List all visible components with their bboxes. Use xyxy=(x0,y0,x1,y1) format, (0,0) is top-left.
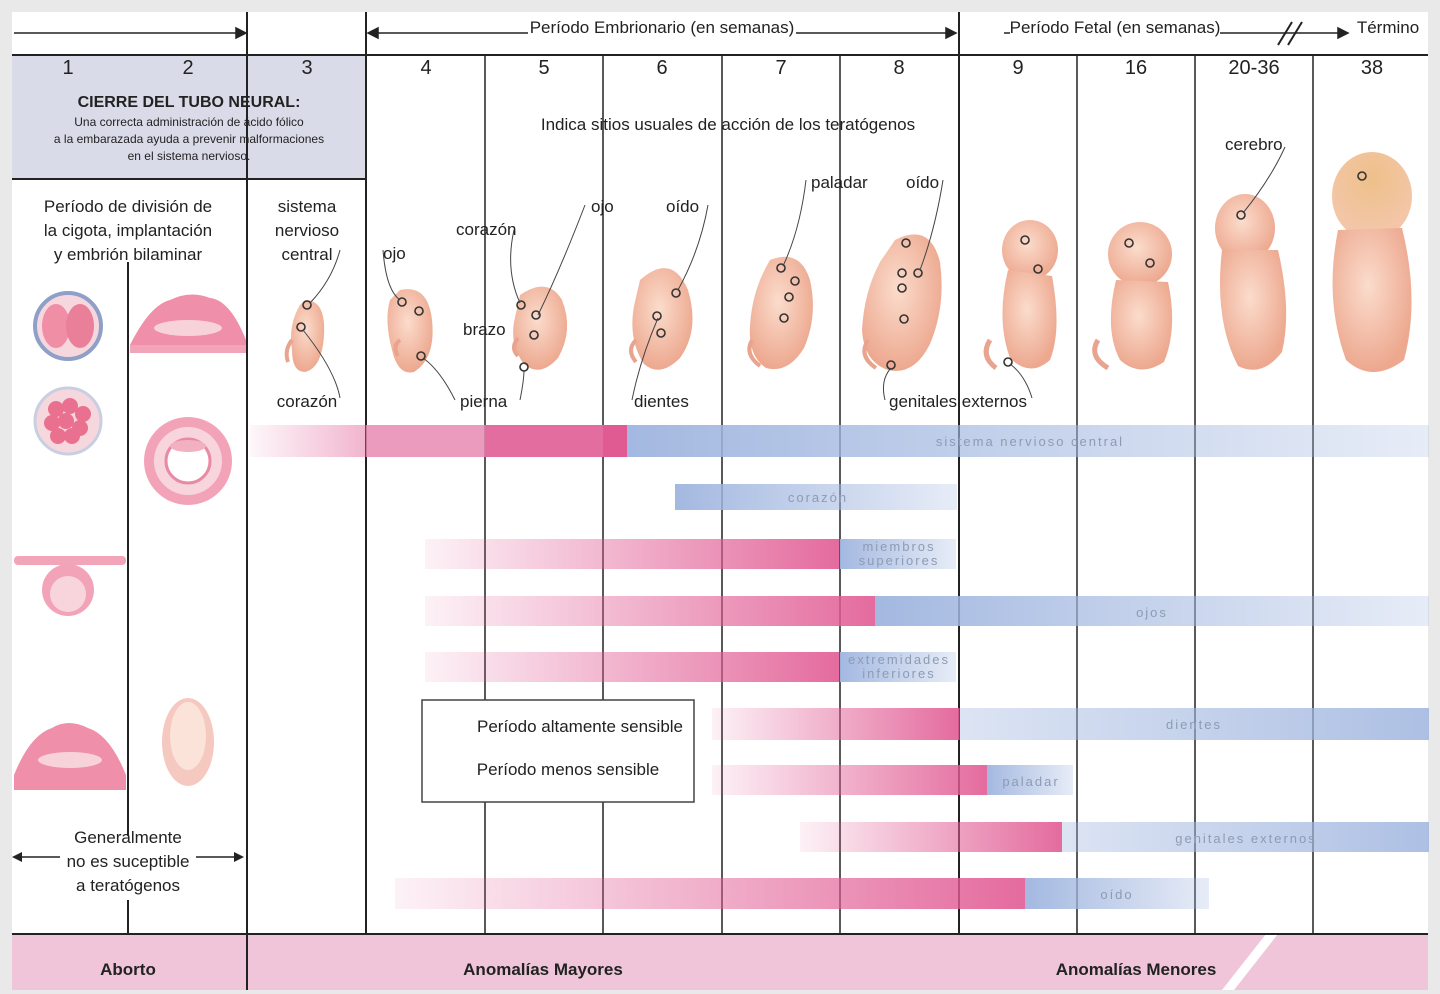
bar-teeth-label: dientes xyxy=(1166,717,1222,732)
morula xyxy=(35,388,101,454)
cns-label: central xyxy=(281,245,332,264)
bar-upper-limbs-label: miembros xyxy=(862,539,935,554)
bar-palate: paladar xyxy=(712,765,1073,795)
bar-upper-limbs: miembros superiores xyxy=(425,539,956,569)
brain-label: cerebro xyxy=(1225,135,1283,154)
bar-eyes: ojos xyxy=(425,596,1429,626)
bar-upper-limbs-label: superiores xyxy=(859,553,940,568)
footer-major-anomalies: Anomalías Mayores xyxy=(463,960,623,979)
bar-heart-label: corazón xyxy=(788,490,848,505)
zygote-two-cell xyxy=(35,293,101,359)
footer-abortion: Aborto xyxy=(100,960,156,979)
bar-eyes-label: ojos xyxy=(1136,605,1168,620)
week-label: 6 xyxy=(656,57,667,79)
teeth-label: dientes xyxy=(634,392,689,411)
term-label: Término xyxy=(1357,18,1419,37)
week-label: 16 xyxy=(1125,57,1147,79)
week-label: 3 xyxy=(301,57,312,79)
week-label: 8 xyxy=(893,57,904,79)
week-label: 20-36 xyxy=(1228,57,1279,79)
bar-snc: sistema nervioso central xyxy=(250,425,1429,457)
division-text: Período de división de xyxy=(44,197,212,216)
embryonic-disc xyxy=(162,698,214,786)
legend: Período altamente sensible Período menos… xyxy=(422,700,694,802)
bar-ear: oído xyxy=(395,878,1209,909)
bar-ear-label: oído xyxy=(1100,887,1133,902)
teratogen-sites-caption: Indica sitios usuales de acción de los t… xyxy=(541,115,915,134)
not-susceptible-text: Generalmente xyxy=(74,828,182,847)
week-label: 1 xyxy=(62,57,73,79)
week-label: 4 xyxy=(420,57,431,79)
bar-heart: corazón xyxy=(675,484,957,510)
legend-low: Período menos sensible xyxy=(477,760,659,779)
ear-label: oído xyxy=(666,197,699,216)
eye-label: ojo xyxy=(383,244,406,263)
bar-lower-limbs: extremidades inferiores xyxy=(425,652,956,682)
bar-palate-label: paladar xyxy=(1002,774,1059,789)
genitals-label: genitales externos xyxy=(889,392,1027,411)
week-label: 5 xyxy=(538,57,549,79)
arm-label: brazo xyxy=(463,320,506,339)
blastocyst-implanted xyxy=(144,417,232,505)
leg-label: pierna xyxy=(460,392,508,411)
division-text: y embrión bilaminar xyxy=(54,245,203,264)
cns-label: sistema xyxy=(278,197,337,216)
bar-genitals-label: genitales externos xyxy=(1175,831,1317,846)
bar-teeth: dientes xyxy=(712,708,1429,740)
palate-label: paladar xyxy=(811,173,868,192)
legend-high: Período altamente sensible xyxy=(477,717,683,736)
division-text: la cigota, implantación xyxy=(44,221,212,240)
neural-tube-line: Una correcta administración de ácido fól… xyxy=(74,115,304,129)
eye-label: ojo xyxy=(591,197,614,216)
week-label: 38 xyxy=(1361,57,1383,79)
neural-tube-line: en el sistema nervioso. xyxy=(128,149,251,163)
fetus-week-38 xyxy=(1332,152,1412,372)
bar-snc-label: sistema nervioso central xyxy=(936,434,1124,449)
week-label: 9 xyxy=(1012,57,1023,79)
bar-lower-limbs-label: extremidades xyxy=(848,652,950,667)
embryonic-period-label: Período Embrionario (en semanas) xyxy=(530,18,795,37)
neural-tube-line: a la embarazada ayuda a prevenir malform… xyxy=(54,132,324,146)
neural-tube-title: CIERRE DEL TUBO NEURAL: xyxy=(78,94,301,111)
heart-label: corazón xyxy=(277,392,337,411)
footer-minor-anomalies: Anomalías Menores xyxy=(1056,960,1217,979)
bar-genitals: genitales externos xyxy=(800,822,1429,852)
not-susceptible-text: no es suceptible xyxy=(67,852,190,871)
ear-label: oído xyxy=(906,173,939,192)
cns-label: nervioso xyxy=(275,221,339,240)
heart-label: corazón xyxy=(456,220,516,239)
week-label: 2 xyxy=(182,57,193,79)
bar-lower-limbs-label: inferiores xyxy=(862,666,935,681)
week-label: 7 xyxy=(775,57,786,79)
not-susceptible-text: a teratógenos xyxy=(76,876,180,895)
fetal-period-label: Período Fetal (en semanas) xyxy=(1010,18,1221,37)
